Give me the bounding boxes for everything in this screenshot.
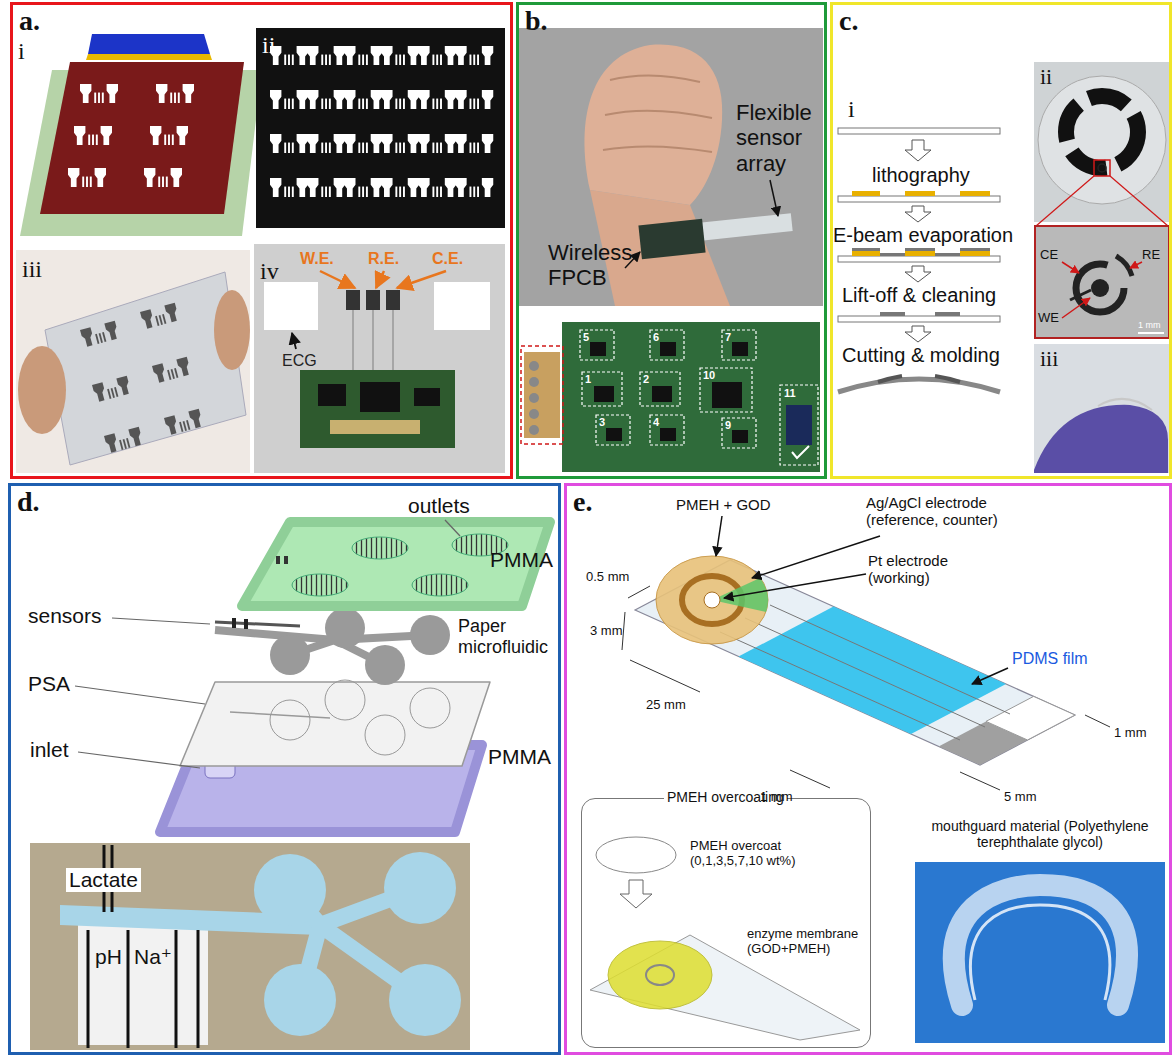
electrode-label: RE: [1142, 248, 1160, 263]
callout-number: 9: [725, 419, 731, 432]
process-step: lithography: [872, 164, 970, 187]
electrode-label: CE: [1040, 248, 1058, 263]
layer-label: PMMA: [490, 548, 553, 572]
finger-lens-photo: [1034, 344, 1170, 473]
callout-number: 4: [653, 416, 659, 429]
process-step: Cutting & molding: [842, 344, 1000, 367]
callout-number: 1: [585, 373, 591, 386]
subpanel-numeral: iv: [260, 258, 279, 286]
electrode-label: W.E.: [300, 250, 334, 268]
layer-label: PMMA: [488, 745, 551, 769]
layer-label: Paper microfluidic: [458, 616, 554, 657]
process-step: E-beam evaporation: [833, 224, 1013, 247]
panel-letter: e.: [573, 486, 592, 518]
wrist-photo: [519, 28, 823, 306]
layer-label: enzyme membrane (GOD+PMEH): [747, 927, 862, 957]
overcoating-box: PMEH overcoatingPMEH overcoat (0,1,3,5,7…: [581, 798, 871, 1048]
panel-letter: c.: [839, 5, 858, 37]
electrode-label: C.E.: [432, 250, 463, 268]
dimension-label: 1 mm: [760, 790, 793, 805]
dimension-label: 0.5 mm: [586, 570, 629, 585]
layer-label: sensors: [28, 604, 102, 628]
part-label: Pt electrode (working): [868, 552, 980, 587]
dimension-label: 5 mm: [1004, 790, 1037, 805]
subpanel-numeral: iii: [1040, 346, 1058, 371]
layer-label: PSA: [28, 672, 70, 696]
contact-lens-photo: [1034, 62, 1170, 338]
callout-number: 6: [653, 331, 659, 344]
subpanel-numeral: ii: [262, 32, 275, 60]
part-label: PDMS film: [1012, 650, 1088, 668]
electrode-label: R.E.: [368, 250, 399, 268]
sensor-label: Lactate: [66, 868, 141, 892]
sensor-strip-drawing: [622, 516, 1110, 790]
flexible-sheet-photo: [16, 250, 250, 473]
callout-number: 10: [703, 369, 715, 382]
subpanel-numeral: iii: [22, 256, 42, 284]
callout-number: 11: [784, 387, 796, 400]
panel-frame: a.: [10, 2, 513, 479]
ecg-device-photo: [254, 244, 505, 473]
subpanel-numeral: i: [18, 38, 25, 66]
dimension-label: 1 mm: [1114, 726, 1147, 741]
part-label: Wireless FPCB: [548, 240, 644, 291]
sensor-label: Na⁺: [134, 945, 172, 969]
layer-label: PMEH overcoat (0,1,3,5,7,10 wt%): [690, 839, 820, 869]
sensor-label: pH: [95, 945, 122, 969]
electrode-sheet-photo: [256, 28, 505, 228]
panel-letter: a.: [19, 5, 40, 37]
part-label: Flexible sensor array: [736, 100, 822, 176]
subpanel-numeral: ii: [1040, 64, 1052, 89]
part-label: mouthguard material (Polyethylene tereph…: [912, 818, 1168, 850]
paper-microfluidic-photo: [30, 843, 470, 1050]
layer-label: outlets: [408, 494, 470, 518]
callout-number: 7: [725, 331, 731, 344]
part-label: Ag/AgCl electrode (reference, counter): [866, 494, 1038, 529]
layer-label: inlet: [30, 738, 69, 762]
exploded-device-view: [75, 520, 550, 832]
electrode-label: WE: [1038, 311, 1059, 326]
electrode-label: ECG: [282, 352, 317, 370]
pcb-photo: [519, 315, 823, 475]
panel-letter: b.: [525, 5, 548, 37]
mouthguard-photo: [915, 862, 1165, 1043]
callout-number: 5: [583, 331, 589, 344]
callout-number: 2: [643, 373, 649, 386]
dimension-label: 25 mm: [646, 698, 686, 713]
scale-bar-label: 1 mm: [1138, 320, 1161, 330]
fabrication-schematic: [20, 34, 262, 236]
panel-letter: d.: [17, 486, 40, 518]
process-flow: [838, 128, 1000, 392]
process-step: Lift-off & cleaning: [842, 284, 996, 307]
dimension-label: 3 mm: [590, 624, 623, 639]
callout-number: 3: [599, 416, 605, 429]
part-label: PMEH + GOD: [676, 496, 771, 513]
panel-frame: d.: [8, 483, 561, 1055]
subpanel-numeral: i: [848, 96, 855, 124]
